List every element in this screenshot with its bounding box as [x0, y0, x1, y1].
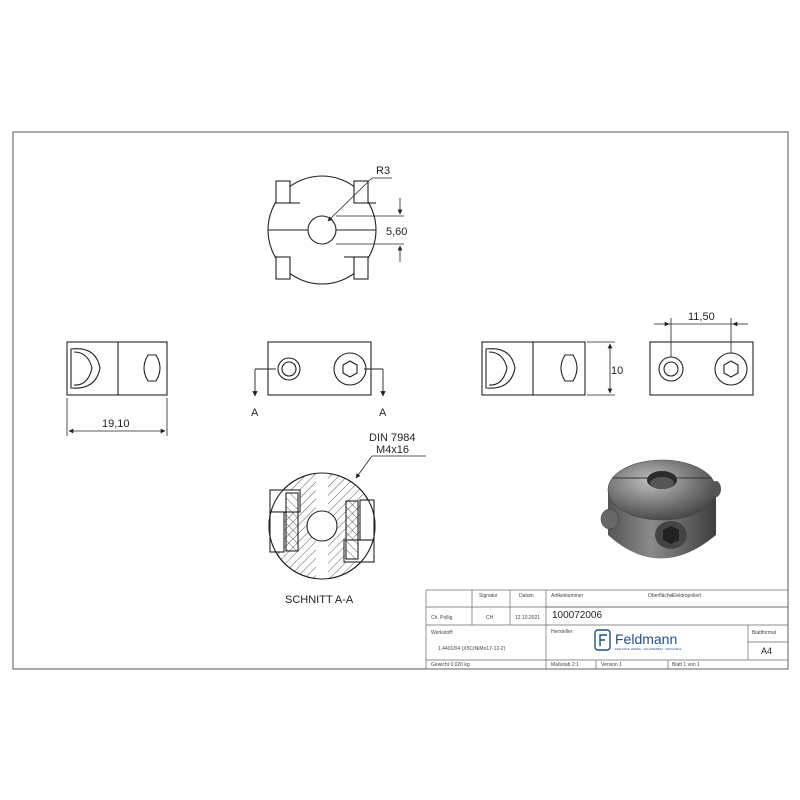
- tb-datum: 12.10.2021: [515, 615, 540, 621]
- title-block: [425, 589, 789, 670]
- section-view: [268, 472, 376, 580]
- brand-tagline: EDELSTAHL-HANDEL · GELÄNDERBAU · DETAILT…: [615, 647, 682, 651]
- dim-1150-lines: [654, 318, 748, 357]
- dim-1150: 11,50: [688, 311, 715, 323]
- top-view: [267, 175, 377, 285]
- dim-10-lines: [587, 341, 615, 396]
- front-view: [267, 341, 372, 396]
- section-title: SCHNITT A-A: [285, 594, 354, 606]
- left-side-view: [66, 341, 168, 396]
- tb-datum-header: Datum: [519, 593, 534, 599]
- screw-leader: [355, 455, 373, 479]
- tb-signatur: CH: [486, 615, 494, 621]
- tb-oberflaeche-header: Oberfläche:: [648, 593, 674, 599]
- tb-bearbeiter: Ch. Pollig: [431, 615, 453, 621]
- tb-werkstoff: 1.4401/04 (X5CrNiMo17-12-2): [438, 646, 506, 652]
- brand-logo: Feldmann EDELSTAHL-HANDEL · GELÄNDERBAU …: [594, 629, 682, 651]
- tb-artikelnummer-header: Artikelnummer: [551, 593, 584, 599]
- dim-10: 10: [611, 365, 623, 377]
- dim-r3: R3: [376, 165, 390, 177]
- brand-name: Feldmann: [615, 631, 677, 647]
- right-side-view: [481, 341, 586, 396]
- iso-render: [600, 459, 721, 559]
- tb-oberflaeche-value: Elektropoliert: [672, 593, 702, 599]
- tb-blattformat-header: Blattformat: [752, 630, 777, 636]
- tb-werkstoff-header: Werkstoff:: [431, 630, 453, 636]
- dim-560-lines: [336, 198, 404, 262]
- screw-standard: DIN 7984: [369, 432, 415, 444]
- section-markers: [252, 368, 386, 397]
- tb-hersteller-header: Hersteller: [551, 629, 573, 635]
- section-marker-right: A: [379, 407, 387, 419]
- sheet-border: [12, 131, 789, 670]
- dim-1910-lines: [66, 398, 168, 436]
- section-marker-left: A: [251, 407, 259, 419]
- tb-gewicht: Gewicht 0,020 kg: [431, 662, 470, 668]
- tb-massstab: Maßstab 2:1: [551, 662, 579, 668]
- tb-blattformat: A4: [761, 646, 772, 656]
- tb-version: Version 1: [601, 662, 622, 668]
- r3-leader: [327, 177, 373, 222]
- dim-560: 5,60: [386, 226, 407, 238]
- dim-1910: 19,10: [102, 418, 130, 430]
- screw-size: M4x16: [376, 444, 409, 456]
- tb-signatur-header: Signatur: [479, 593, 498, 599]
- tb-part-number: 100072006: [552, 610, 602, 621]
- far-right-view: [649, 341, 754, 396]
- tb-blatt: Blatt 1 von 1: [672, 662, 700, 668]
